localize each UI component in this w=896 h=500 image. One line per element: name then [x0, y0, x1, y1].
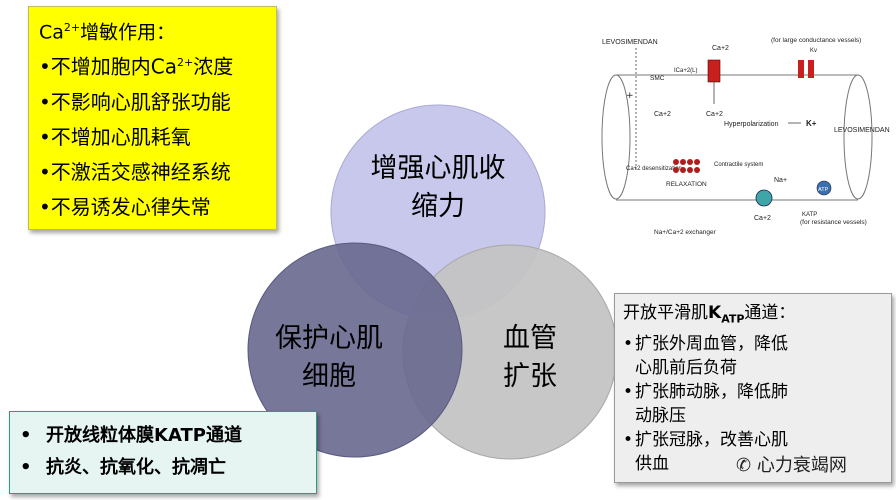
contractility-line1: 增强心肌收	[370, 153, 506, 184]
vessel-outline	[616, 74, 858, 201]
vasodilation-line1: 血管	[503, 323, 557, 354]
title-text: 开放平滑肌	[623, 303, 708, 323]
title-tail: 通道：	[744, 303, 796, 323]
katp-channel-icon	[816, 180, 832, 196]
circle-label-contractility: 增强心肌收 缩力	[348, 150, 528, 226]
item-text-tail: 浓度	[193, 54, 234, 79]
ca-left-label: Ca+2	[654, 111, 671, 118]
calcium-sensitization-box: Ca2+增敏作用： •不增加胞内Ca2+浓度 •不影响心肌舒张功能 •不增加心肌…	[28, 6, 277, 230]
bullet-icon: •	[20, 457, 32, 478]
item-text: •不易诱发心律失常	[39, 194, 211, 219]
item-text: •不激活交感神经系统	[39, 159, 231, 184]
smooth-muscle-title: 开放平滑肌KATP通道：	[623, 300, 883, 332]
title-k: K	[708, 303, 722, 323]
ca-top-label: Ca+2	[712, 45, 729, 52]
exchanger-icon	[755, 189, 773, 207]
circle-cardioprotection	[247, 242, 463, 458]
cardioprotection-line2: 细胞	[302, 361, 356, 392]
smooth-muscle-katp-box: 开放平滑肌KATP通道： •扩张外周血管，降低 心肌前后负荷 •扩张肺动脉，降低…	[614, 293, 892, 483]
list-item: • 抗炎、抗氧化、抗凋亡	[20, 452, 306, 484]
bullet-icon: •	[623, 382, 634, 403]
wechat-icon: ✆	[736, 455, 752, 476]
relaxation-label: RELAXATION	[666, 181, 707, 188]
mitochondrial-box: • 开放线粒体膜KATP通道 • 抗炎、抗氧化、抗凋亡	[9, 411, 317, 494]
bullet-icon: •	[623, 334, 634, 355]
contractile-label: Contractile system	[714, 162, 763, 168]
na-plus-label: Na+	[774, 177, 787, 184]
list-item-continued: 动脉压	[635, 406, 686, 427]
item-line1: 扩张肺动脉，降低肺	[635, 382, 788, 403]
item-text: •不影响心肌舒张功能	[39, 89, 231, 114]
list-item-continued: 心肌前后负荷	[635, 358, 737, 379]
title-ca: Ca	[39, 21, 64, 44]
resistance-vessels-label: (for resistance vessels)	[800, 219, 867, 226]
watermark: ✆ 心力衰竭网	[736, 451, 847, 477]
contractile-beads-icon	[673, 159, 700, 173]
item-text: 抗炎、抗氧化、抗凋亡	[46, 457, 226, 478]
kv-channel-icon-2	[808, 60, 814, 78]
item-text: •不增加胞内Ca	[39, 54, 178, 79]
plus-sign: +	[626, 91, 634, 101]
levosimendan-left-label: LEVOSIMENDAN	[602, 39, 658, 46]
item-line1: 扩张外周血管，降低	[635, 334, 788, 355]
ca-desens-label: Ca+2 desensitization	[626, 166, 682, 172]
list-item: •不易诱发心律失常	[39, 190, 266, 225]
title-sub: ATP	[721, 312, 745, 326]
smc-label: SMC	[650, 75, 665, 82]
circle-label-cardioprotection: 保护心肌 细胞	[254, 320, 404, 396]
item-text: •不增加心肌耗氧	[39, 124, 191, 149]
vasodilation-line2: 扩张	[503, 361, 557, 392]
mechanism-figure: LEVOSIMENDAN LEVOSIMENDAN (for large con…	[601, 37, 890, 236]
list-item: •扩张外周血管，降低	[623, 332, 883, 356]
item-text: 开放线粒体膜KATP通道	[46, 425, 242, 446]
k-plus-label: K+	[806, 119, 817, 128]
exchanger-label: Na+/Ca+2 exchanger	[654, 229, 717, 236]
vessel-left-end	[601, 74, 631, 200]
large-vessels-label: (for large conductance vessels)	[771, 37, 861, 44]
title-ca-sup: 2+	[63, 21, 81, 34]
circle-label-vasodilation: 血管 扩张	[470, 320, 590, 396]
katp-label: KATP	[802, 212, 817, 218]
contractility-line2: 缩力	[411, 191, 465, 222]
title-rest: 增敏作用：	[80, 21, 176, 44]
list-item: •不增加胞内Ca2+浓度	[39, 45, 266, 85]
kv-label: Kv	[810, 48, 817, 54]
item-line1: 扩张冠脉，改善心肌	[635, 430, 788, 451]
levosimendan-right-label: LEVOSIMENDAN	[834, 127, 890, 134]
list-item: •不增加心肌耗氧	[39, 120, 266, 155]
list-item-continued: 供血	[635, 454, 669, 475]
l-type-channel-icon	[707, 59, 721, 83]
hyperpolarization-label: Hyperpolarization	[724, 121, 779, 128]
watermark-text: 心力衰竭网	[756, 455, 847, 476]
item-sup: 2+	[177, 56, 194, 70]
vessel-right-end	[843, 74, 873, 200]
ica-label: ICa+2(L)	[674, 68, 698, 74]
kv-channel-icon	[798, 60, 804, 78]
cardioprotection-line1: 保护心肌	[275, 323, 383, 354]
bullet-icon: •	[20, 425, 32, 446]
ca-bottom-label: Ca+2	[754, 215, 771, 222]
calcium-sensitization-title: Ca2+增敏作用：	[39, 15, 266, 45]
list-item: •不影响心肌舒张功能	[39, 85, 266, 120]
list-item: •扩张肺动脉，降低肺	[623, 380, 883, 404]
list-item: •扩张冠脉，改善心肌	[623, 428, 883, 452]
bullet-icon: •	[623, 430, 634, 451]
list-item: •不激活交感神经系统	[39, 155, 266, 190]
atp-label: ATP	[818, 187, 829, 193]
list-item: • 开放线粒体膜KATP通道	[20, 420, 306, 452]
ca-mid-label: Ca+2	[706, 111, 723, 118]
